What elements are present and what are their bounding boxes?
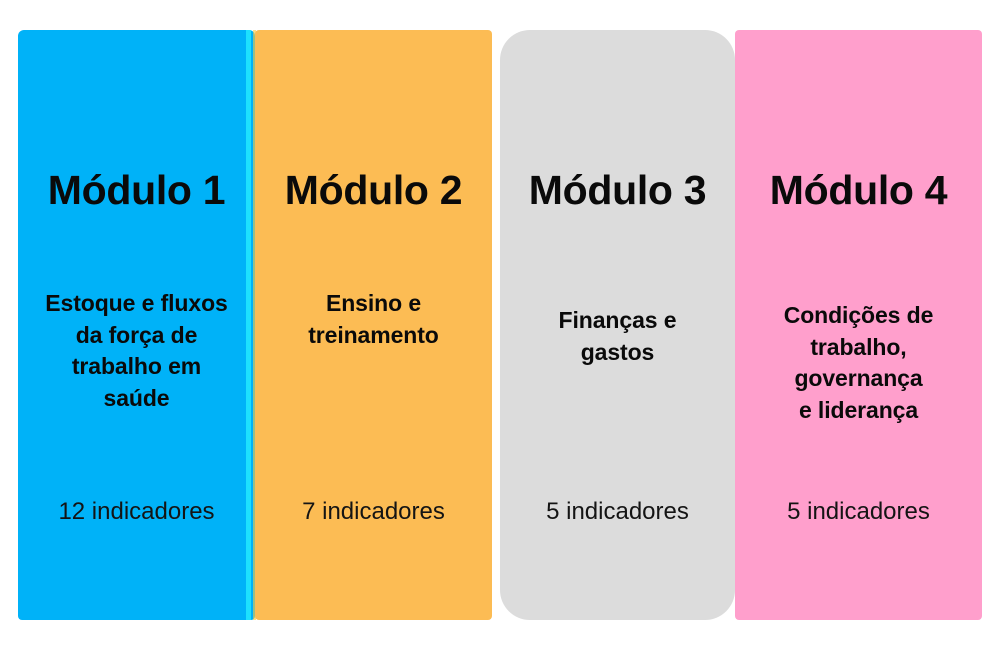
module-card-title: Módulo 4 <box>769 167 948 213</box>
module-card-indicator-count: 12 indicadores <box>58 498 215 525</box>
module-card-title: Módulo 2 <box>284 167 463 213</box>
module-card-indicator-count: 5 indicadores <box>546 498 689 525</box>
module-card-subtitle: Estoque e fluxos da força de trabalho em… <box>45 290 228 412</box>
module-card-subtitle: Finanças e gastos <box>558 307 677 365</box>
module-card-1[interactable]: Módulo 1 Estoque e fluxos da força de tr… <box>18 30 255 620</box>
module-card-subtitle: Ensino e treinamento <box>308 290 439 348</box>
module-card-indicator-count: 5 indicadores <box>787 498 930 525</box>
module-card-4[interactable]: Módulo 4 Condições de trabalho, governan… <box>735 30 982 620</box>
module-card-2[interactable]: Módulo 2 Ensino e treinamento 7 indicado… <box>255 30 492 620</box>
module-card-title: Módulo 1 <box>47 167 226 213</box>
module-card-3[interactable]: Módulo 3 Finanças e gastos 5 indicadores <box>500 30 735 620</box>
module-card-title: Módulo 3 <box>528 167 707 213</box>
module-card-subtitle: Condições de trabalho, governança e lide… <box>783 302 934 424</box>
module-card-indicator-count: 7 indicadores <box>302 498 445 525</box>
